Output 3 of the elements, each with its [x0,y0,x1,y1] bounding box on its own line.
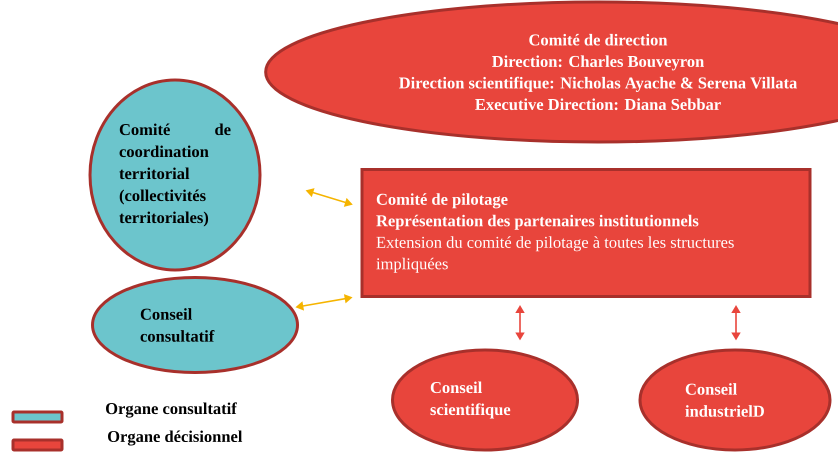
committee-box: Comité de pilotage Représentation des partenaires institutionnels Extension du comité de pilotage à toutes les structures impliquées [360,168,812,298]
legend-label: Organe consultatif [106,402,237,418]
legend-label: Organe décisionnel [108,430,242,446]
